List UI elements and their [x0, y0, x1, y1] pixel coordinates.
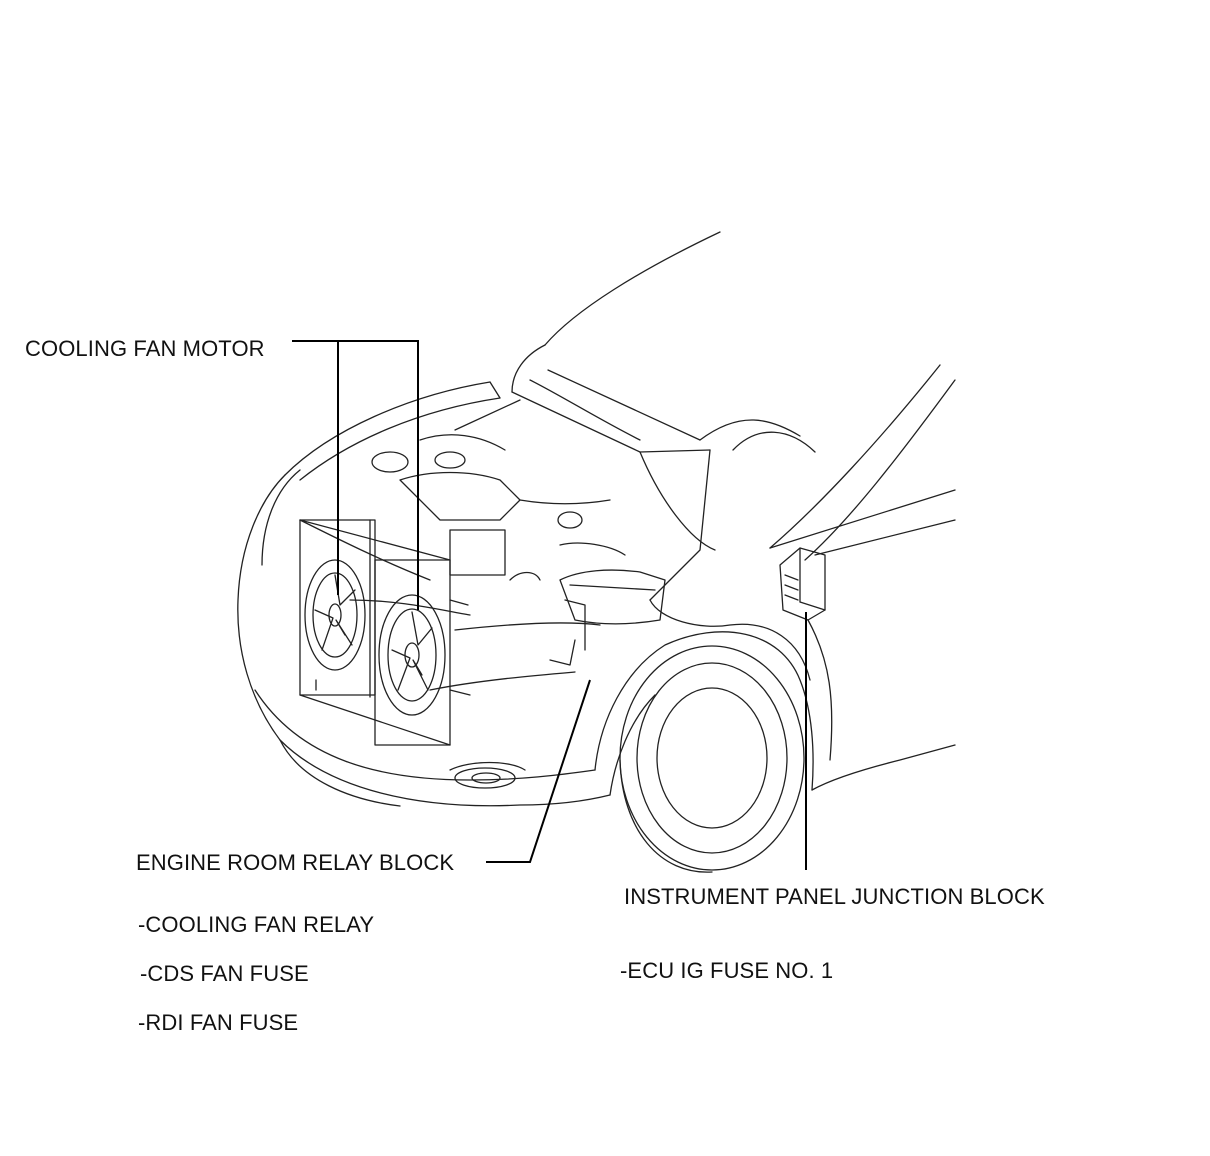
label-instrument-panel-junction-block: INSTRUMENT PANEL JUNCTION BLOCK — [624, 884, 1045, 909]
label-cds-fan-fuse: -CDS FAN FUSE — [140, 961, 309, 986]
label-cooling-fan-relay: -COOLING FAN RELAY — [138, 912, 375, 937]
label-cooling-fan-motor: COOLING FAN MOTOR — [25, 336, 265, 361]
leader-engine-room-relay-block — [486, 679, 591, 863]
label-engine-room-relay-block: ENGINE ROOM RELAY BLOCK — [136, 850, 455, 875]
label-rdi-fan-fuse: -RDI FAN FUSE — [138, 1010, 299, 1035]
car-body-outline — [237, 231, 956, 873]
label-ecu-ig-fuse-no-1: -ECU IG FUSE NO. 1 — [620, 958, 834, 983]
leader-lines — [292, 340, 807, 870]
leader-cooling-fan-motor — [292, 340, 419, 610]
